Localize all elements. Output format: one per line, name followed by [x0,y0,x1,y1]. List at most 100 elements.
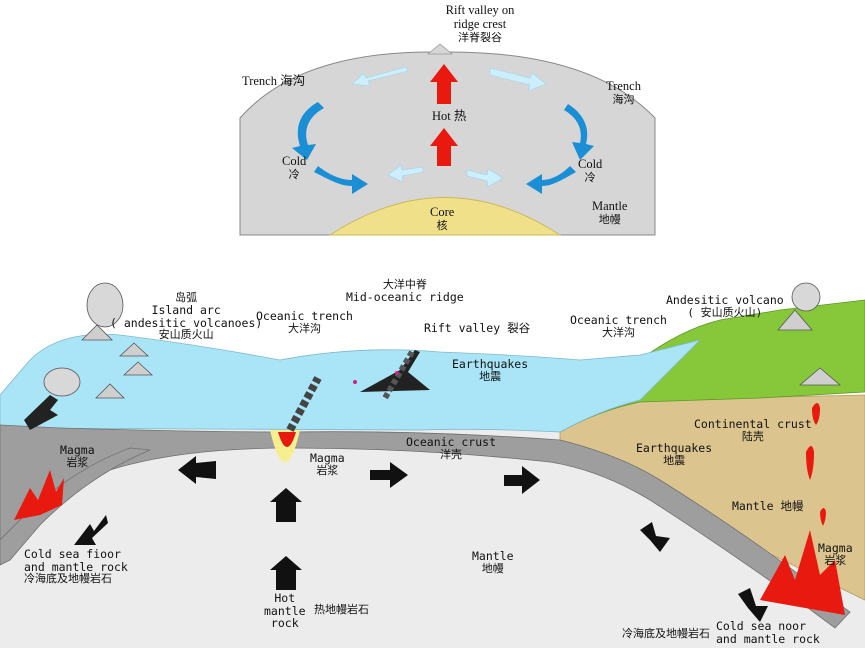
arrow-left-1 [178,456,216,484]
lightblue-arrow-left-bottom [387,164,424,183]
arrow-up-2 [270,556,302,590]
oceanic-plate-slab [0,424,851,629]
ridge-en: Mid-oceanic ridge [346,290,464,305]
island-arc-paren: ( andesitic volcanoes) [110,315,263,330]
red-up-arrow-top [430,64,458,104]
cold-right-bottom-2: and mantle rock [716,631,820,646]
right-magma [760,530,845,615]
volcano-left-3 [95,383,125,399]
left-volcano-conduit [24,395,58,430]
cold-left-zh: 冷 [288,168,300,181]
right-magma-drop-2 [806,446,814,480]
lightblue-arrow-right-top [489,67,547,92]
ridge-vent-line [286,376,322,432]
earthquakes-ocean-zh: 地震 [479,369,502,383]
volcano-left-4 [122,361,154,376]
magma-left-label: Magma 岩浆 [60,444,95,469]
magma-left-en: Magma [60,443,95,457]
continental-crust-label: Continental crust 陆壳 [694,418,812,443]
volcano-left-2 [118,342,150,357]
hot-label: Hot 热 [432,109,467,123]
arrow-down-right-1 [640,522,670,552]
hot-rock-2: mantle [264,603,306,618]
mantle-center-zh: 地幔 [481,561,504,575]
core-en: Core [430,205,455,219]
andesitic-volcano-en: Andesitic volcano [666,293,784,307]
blue-arrow-left-bottom [314,166,368,194]
continental-crust-en: Continental crust [694,417,812,431]
hot-upwelling-arrows [430,64,458,166]
cold-right-label: Cold 冷 [578,157,603,184]
cold-downwelling-arrows [292,102,594,194]
island-arc-en: Island arc [151,303,221,318]
cold-right-en: Cold [578,157,603,171]
mantle-center-label: Mantle 地幔 [472,550,514,575]
rift-line-3: 洋脊裂谷 [458,31,502,44]
earthquake-dot-1 [353,380,357,384]
magma-right-zh: 岩浆 [824,553,847,567]
hot-rock-label: Hot mantle rock [264,592,306,630]
oceanic-trench-left-en: Oceanic trench [256,309,353,323]
right-magma-drop-1 [812,403,820,425]
andesitic-volcano-zh: ( 安山质火山) [687,305,763,319]
earthquakes-land-en: Earthquakes [636,441,713,455]
ash-cloud-left-2 [43,367,81,397]
ridge-zh: 大洋中脊 [382,278,427,291]
earthquakes-ocean-label: Earthquakes 地震 [452,358,528,383]
magma-center-label: Magma 岩浆 [310,452,345,477]
arrow-right-1 [370,462,408,488]
cold-left-bottom-1: Cold sea fioor [24,547,121,561]
ridge-label: 大洋中脊 Mid-oceanic ridge [346,278,464,305]
rift-valley-label: Rift valley on ridge crest 洋脊裂谷 [430,3,530,44]
earthquakes-ocean-en: Earthquakes [452,357,529,371]
volcano-right-1 [777,309,813,331]
oceanic-trench-right-label: Oceanic trench 大洋沟 [570,314,667,339]
arrow-left-2 [74,515,108,545]
cold-right-zh: 冷 [584,171,596,184]
island-arc-label: 岛弧 Island arc ( andesitic volcanoes) 安山质… [110,291,263,342]
cold-right-zh-label: 冷海底及地幔岩石 [622,628,710,640]
ash-cloud-left-1 [86,282,124,328]
oceanic-crust-label: Oceanic crust 洋壳 [406,436,496,461]
mantle-top-label: Mantle 地幔 [592,199,628,226]
earthquakes-land-zh: 地震 [663,453,686,467]
oceanic-trench-left-zh: 大洋沟 [287,321,321,335]
cold-left-bottom-2: and mantle rock [24,559,128,574]
arrow-up-1 [270,488,302,522]
ash-cloud-right [791,282,821,312]
oceanic-trench-right-zh: 大洋沟 [601,325,635,339]
island-arc-zh-2: 安山质火山 [158,328,214,342]
magma-left-zh: 岩浆 [66,455,89,469]
hot-rock-3: rock [270,616,299,631]
magma-center-zh: 岩浆 [316,463,339,477]
cold-left-en: Cold [282,154,307,168]
trench-left-label: Trench 海沟 [242,74,306,88]
blue-arrow-right-descend [564,104,594,160]
ridge-crest-bump [426,43,454,55]
rift-line-1: Rift valley on [445,3,515,17]
rift-line-2: ridge crest [453,16,507,31]
andesitic-volcano [777,282,842,386]
mantle-top-en: Mantle [592,199,628,213]
continental-crust-zh: 陆壳 [741,429,764,443]
core-zh: 核 [436,219,448,232]
volcano-left-1 [81,324,113,341]
cold-right-bottom-1: Cold sea noor [716,619,807,633]
arrow-down-right-2 [738,588,768,622]
earthquakes-land-label: Earthquakes 地震 [636,442,712,467]
rift-fault-line [382,350,415,400]
right-magma-drop-3 [820,508,826,526]
hot-rock-1: Hot [274,591,296,605]
trench-right-zh: 海沟 [612,93,635,106]
oceanic-crust-zh: 洋壳 [440,447,462,461]
cold-left-label: Cold 冷 [282,154,307,181]
island-arc-zh: 岛弧 [175,291,198,304]
cold-right-bottom-label: Cold sea noor and mantle rock [716,620,820,645]
volcano-right-2 [798,367,842,386]
oceanic-crust-en: Oceanic crust [406,435,497,449]
magma-center-en: Magma [310,451,345,465]
arrow-right-2 [504,466,540,494]
blue-arrow-right-bottom [526,166,576,194]
hot-rock-zh-label: 热地幔岩石 [314,604,369,616]
